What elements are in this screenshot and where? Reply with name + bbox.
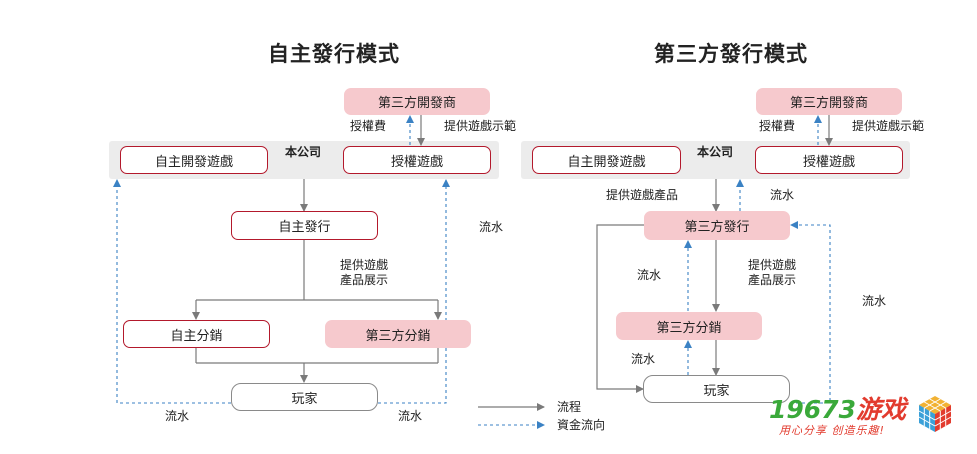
right-flow-low-label: 流水 (631, 352, 656, 366)
left-license-fee-label: 授權費 (350, 119, 387, 133)
left-own-developed-games-box: 自主開發遊戲 (120, 146, 268, 174)
left-title: 自主發行模式 (268, 42, 400, 66)
left-provide-demo-label: 提供遊戲示範 (444, 119, 517, 133)
right-provide-product-label: 提供遊戲產品 (606, 188, 679, 202)
left-provide-showcase-label: 提供遊戲 產品展示 (340, 258, 388, 288)
legend-process-label: 流程 (557, 400, 582, 414)
left-self-distribution-box: 自主分銷 (123, 320, 270, 348)
left-player-box: 玩家 (231, 383, 378, 411)
left-flow-right-label: 流水 (479, 220, 504, 234)
right-flow-top-label: 流水 (770, 188, 795, 202)
right-provide-demo-label: 提供遊戲示範 (852, 119, 925, 133)
right-title: 第三方發行模式 (654, 42, 808, 66)
right-own-developed-games-box: 自主開發遊戲 (532, 146, 681, 174)
left-flow-bottom-left-label: 流水 (165, 409, 190, 423)
right-provide-showcase-label: 提供遊戲 產品展示 (748, 258, 796, 288)
right-provide-showcase-text: 提供遊戲 產品展示 (748, 258, 797, 287)
right-flow-mid-label: 流水 (637, 268, 662, 282)
right-flow-far-label: 流水 (862, 294, 887, 308)
watermark-word: 游戏 (855, 395, 906, 424)
right-third-party-distribution-box: 第三方分銷 (616, 312, 762, 340)
right-license-fee-label: 授權費 (759, 119, 796, 133)
left-flow-bottom-right-label: 流水 (398, 409, 423, 423)
left-company-label: 本公司 (285, 145, 322, 159)
right-third-party-developer-box: 第三方開發商 (756, 88, 902, 115)
left-licensed-games-box: 授權遊戲 (343, 146, 491, 174)
left-third-party-developer-box: 第三方開發商 (344, 88, 490, 115)
right-third-party-publishing-box: 第三方發行 (644, 211, 790, 240)
right-player-box: 玩家 (643, 375, 790, 403)
right-licensed-games-box: 授權遊戲 (755, 146, 903, 174)
left-third-party-distribution-box: 第三方分銷 (325, 320, 471, 348)
legend-capital-label: 資金流向 (557, 418, 606, 432)
watermark-number-text: 19673游戏 (769, 390, 906, 426)
left-self-publishing-box: 自主發行 (231, 211, 378, 240)
watermark-slogan: 用心分享 创造乐趣! (779, 424, 885, 437)
watermark-number: 19673 (769, 395, 856, 424)
right-company-label: 本公司 (697, 145, 734, 159)
left-provide-showcase-text: 提供遊戲 產品展示 (340, 258, 389, 287)
watermark-logo: 19673游戏 用心分享 创造乐趣! (765, 388, 965, 444)
rubik-cube-icon (918, 396, 952, 432)
